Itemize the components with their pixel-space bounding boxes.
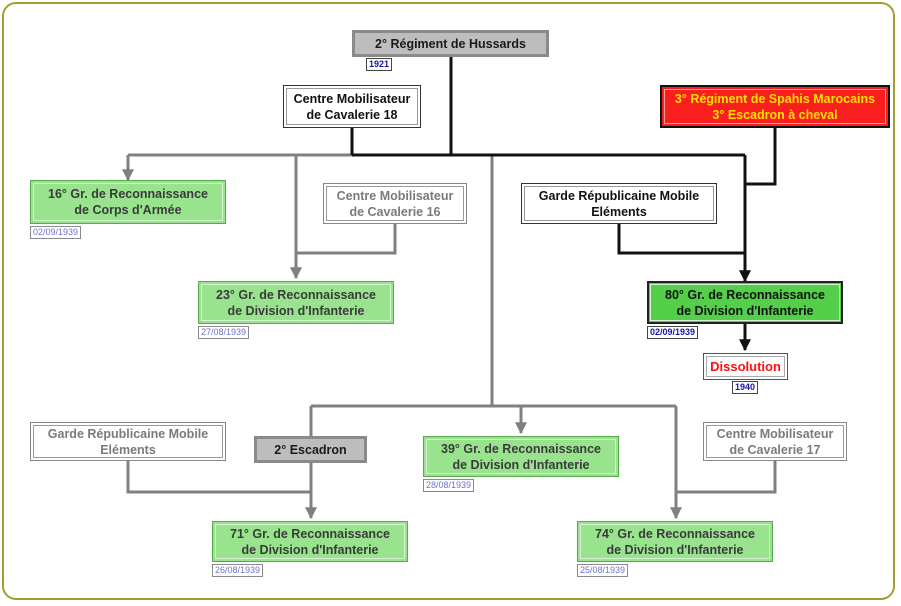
unit-gr39: 39° Gr. de Reconnaissance de Division d'… (423, 436, 619, 477)
unit-spahis: 3° Régiment de Spahis Marocains 3° Escad… (660, 85, 890, 128)
date-hussards: 1921 (366, 58, 393, 71)
date-gr23: 27/08/1939 (198, 326, 250, 339)
unit-gr16: 16° Gr. de Reconnaissance de Corps d'Arm… (30, 180, 226, 224)
unit-hussards: 2° Régiment de Hussards (352, 30, 549, 57)
unit-gr74: 74° Gr. de Reconnaissance de Division d'… (577, 521, 773, 562)
date-gr74: 25/08/1939 (577, 564, 629, 577)
unit-grm-top: Garde Républicaine Mobile Eléments (521, 183, 717, 224)
date-dissolution: 1940 (732, 381, 759, 394)
line-cmc16-gr23 (296, 224, 397, 255)
line-grm-gr80 (617, 224, 745, 255)
unit-gr23: 23° Gr. de Reconnaissance de Division d'… (198, 281, 394, 324)
unit-cmc17: Centre Mobilisateur de Cavalerie 17 (703, 422, 847, 461)
date-gr39: 28/08/1939 (423, 479, 475, 492)
date-gr16: 02/09/1939 (30, 226, 82, 239)
unit-escadron2: 2° Escadron (254, 436, 367, 463)
unit-cmc16: Centre Mobilisateur de Cavalerie 16 (323, 183, 467, 224)
line-spahis-gr80 (745, 128, 777, 186)
date-gr80: 02/09/1939 (647, 326, 699, 339)
unit-gr71: 71° Gr. de Reconnaissance de Division d'… (212, 521, 408, 562)
unit-grm-bottom: Garde Républicaine Mobile Eléments (30, 422, 226, 461)
line-cmc17-gr74 (676, 461, 777, 494)
line-grm-gr71 (126, 461, 311, 494)
date-gr71: 26/08/1939 (212, 564, 264, 577)
unit-cmc18: Centre Mobilisateur de Cavalerie 18 (283, 85, 421, 128)
unit-dissolution: Dissolution (703, 353, 788, 380)
unit-gr80: 80° Gr. de Reconnaissance de Division d'… (647, 281, 843, 324)
